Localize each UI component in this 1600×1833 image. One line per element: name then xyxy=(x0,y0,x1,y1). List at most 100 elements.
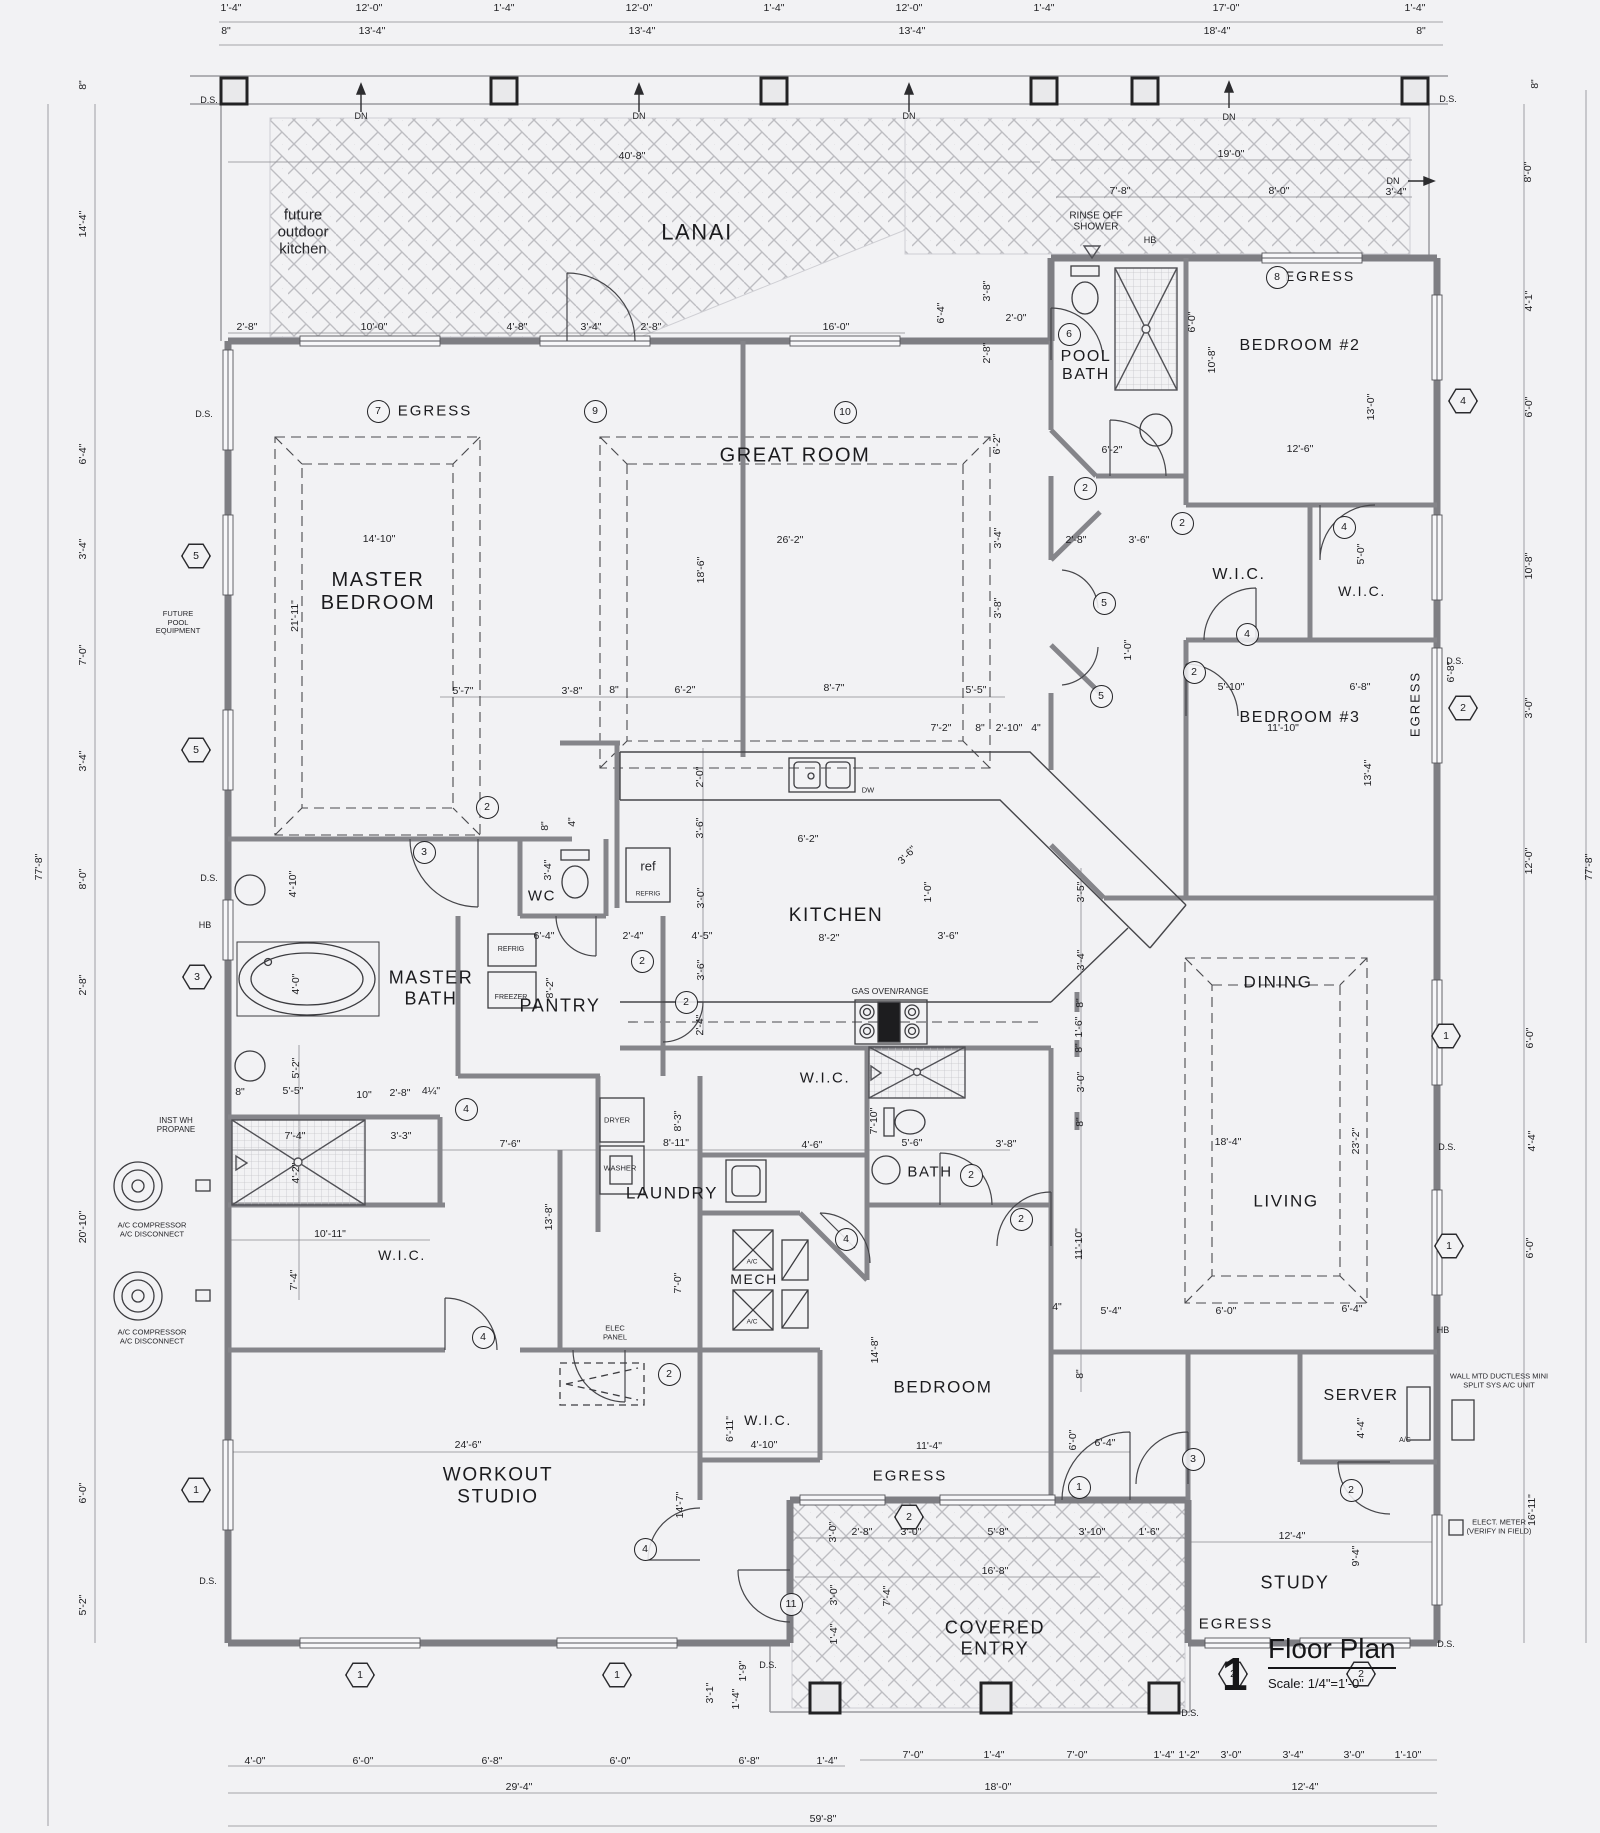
dimension-3-0: 3'-0" xyxy=(1220,1749,1242,1762)
room-label-server: SERVER xyxy=(1323,1386,1399,1404)
room-label-pantry: PANTRY xyxy=(519,995,601,1016)
dimension-5-7: 5'-7" xyxy=(452,685,474,698)
dimension-2-8: 2'-8" xyxy=(236,321,258,334)
dimension-8: 8" xyxy=(539,821,552,831)
dimension-18-0: 18'-0" xyxy=(984,1781,1012,1794)
room-label-wc: WC xyxy=(527,887,557,905)
dimension-77-8: 77'-8" xyxy=(33,853,46,881)
dimension-77-8: 77'-8" xyxy=(1583,853,1596,881)
keynote-circle-5: 5 xyxy=(1092,591,1116,615)
egress-label-egress: EGRESS xyxy=(397,402,473,420)
note-a-c-compressor-a-c-disconnect: A/C COMPRESSOR A/C DISCONNECT xyxy=(117,1327,187,1345)
dimension-3-0: 3'-0" xyxy=(1075,1071,1088,1093)
dimension-11-10: 11'-10" xyxy=(1267,722,1299,735)
dimension-6-0: 6'-0" xyxy=(1524,1027,1537,1049)
dimension-8: 8" xyxy=(1529,79,1542,89)
keynote-hexagon-3: 3 xyxy=(182,964,212,990)
tag-dn: DN xyxy=(1222,111,1236,122)
keynote-hexagon-number: 1 xyxy=(182,1479,210,1501)
fixtures xyxy=(113,265,1475,1536)
keynote-circle-2: 2 xyxy=(1073,476,1097,500)
keynote-circle-2: 2 xyxy=(674,990,698,1014)
dimension-lines xyxy=(47,21,1587,1827)
keynote-circle-2: 2 xyxy=(1009,1207,1033,1231)
dimension-1-4: 1'-4" xyxy=(828,1623,841,1645)
tag-hb: HB xyxy=(1143,234,1157,245)
dimension-18-4: 18'-4" xyxy=(1214,1136,1242,1149)
dimension-4-8: 4'-8" xyxy=(506,321,528,334)
dimension-4: 4" xyxy=(1031,722,1041,735)
dimension-7-0: 7'-0" xyxy=(77,644,90,666)
dimension-6-2: 6'-2" xyxy=(674,684,696,697)
dimension-3-0: 3'-0" xyxy=(900,1526,922,1539)
room-label-kitchen: KITCHEN xyxy=(788,905,884,927)
dimension-1-9: 1'-9" xyxy=(737,1660,750,1682)
dimension-8: 8" xyxy=(1416,25,1426,38)
dimension-8-3: 8'-3" xyxy=(672,1110,685,1132)
keynote-hexagon-1: 1 xyxy=(181,1477,211,1503)
tag-d-s: D.S. xyxy=(200,94,218,105)
dimension-2-8: 2'-8" xyxy=(389,1087,411,1100)
dimension-6-0: 6'-0" xyxy=(1524,1237,1537,1259)
dimension-1-2: 1'-2" xyxy=(1178,1749,1200,1762)
dimension-3-8: 3'-8" xyxy=(995,1138,1017,1151)
egress-label-egress: EGRESS xyxy=(1284,268,1356,285)
keynote-circle-8: 8 xyxy=(1265,265,1289,289)
tag-d-s: D.S. xyxy=(1181,1707,1199,1718)
dimension-1-4: 1'-4" xyxy=(816,1755,838,1768)
keynote-hexagon-number: 1 xyxy=(1435,1235,1463,1257)
dimension-10-8: 10'-8" xyxy=(1523,552,1536,580)
dimension-2-10: 2'-10" xyxy=(995,722,1023,735)
note-a-c: A/C xyxy=(746,1258,758,1266)
dimension-2-8: 2'-8" xyxy=(77,974,90,996)
keynote-circle-3: 3 xyxy=(412,840,436,864)
dimension-12-0: 12'-0" xyxy=(625,2,653,15)
dimension-7-4: 7'-4" xyxy=(881,1585,894,1607)
dimension-5-4: 5'-4" xyxy=(1100,1305,1122,1318)
dimension-11-4: 11'-4" xyxy=(916,1440,942,1453)
dimension-5-0: 5'-0" xyxy=(1355,543,1368,565)
tag-d-s: D.S. xyxy=(1438,1141,1456,1152)
keynote-circle-6: 6 xyxy=(1057,322,1081,346)
dimension-1-4: 1'-4" xyxy=(1404,2,1426,15)
egress-label-egress: EGRESS xyxy=(1198,1615,1274,1633)
keynote-hexagon-1: 1 xyxy=(1431,1023,1461,1049)
dimension-3-0: 3'-0" xyxy=(1343,1749,1365,1762)
dimension-3-4: 3'-4" xyxy=(1385,186,1407,199)
dimension-4-10: 4'-10" xyxy=(750,1439,778,1452)
dimension-13-4: 13'-4" xyxy=(628,25,656,38)
dimension-12-4: 12'-4" xyxy=(1278,1530,1306,1543)
dimension-8-11: 8'-11" xyxy=(663,1137,689,1150)
dimension-3-8: 3'-8" xyxy=(992,597,1005,619)
dimension-10-0: 10'-0" xyxy=(360,321,388,334)
note-a-c: A/C xyxy=(1399,1437,1411,1445)
dimension-1-6: 1'-6" xyxy=(1073,1016,1086,1038)
room-label-covered-entry: COVERED ENTRY xyxy=(944,1617,1046,1658)
dimension-3-8: 3'-8" xyxy=(561,685,583,698)
dimension-8: 8" xyxy=(1074,1369,1087,1379)
note-elect-meter-verify-in-field: ELECT. METER (VERIFY IN FIELD) xyxy=(1466,1517,1532,1535)
keynote-circle-4: 4 xyxy=(1235,622,1259,646)
dimension-3-6: 3'-6" xyxy=(695,959,708,981)
keynote-hexagon-1: 1 xyxy=(602,1662,632,1688)
tag-dn: DN xyxy=(354,110,368,121)
tag-d-s: D.S. xyxy=(759,1659,777,1670)
keynote-hexagon-1: 1 xyxy=(345,1662,375,1688)
room-label-dining: DINING xyxy=(1243,972,1313,992)
dimension-3-4: 3'-4" xyxy=(992,527,1005,549)
room-label-laundry: LAUNDRY xyxy=(625,1183,719,1203)
note-gas-oven-range: GAS OVEN/RANGE xyxy=(851,986,929,997)
keynote-hexagon-1: 1 xyxy=(1434,1233,1464,1259)
keynote-circle-10: 10 xyxy=(833,400,857,424)
dimension-59-8: 59'-8" xyxy=(809,1813,837,1826)
keynote-hexagon-5: 5 xyxy=(181,737,211,763)
dimension-16-0: 16'-0" xyxy=(822,321,850,334)
room-label-w-i-c: W.I.C. xyxy=(378,1247,426,1264)
paver-hatch xyxy=(269,117,1411,1709)
dimension-3-3: 3'-3" xyxy=(390,1130,412,1143)
columns xyxy=(219,76,1430,1715)
dimension-3-4: 3'-4" xyxy=(542,859,555,881)
keynote-circle-2: 2 xyxy=(657,1362,681,1386)
